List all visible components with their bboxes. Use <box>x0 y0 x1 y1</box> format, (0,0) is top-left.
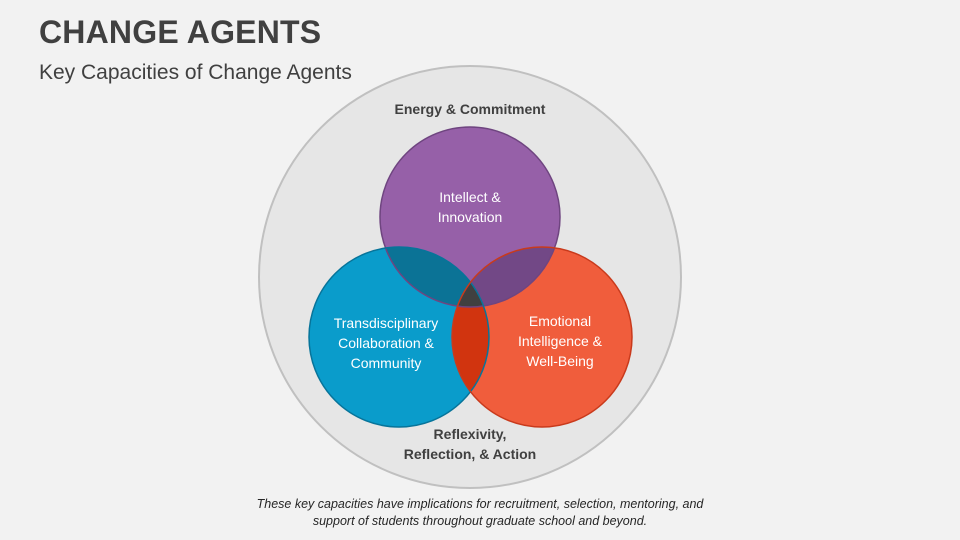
label-line: Reflexivity, <box>433 426 507 442</box>
label-top-circle: Intellect & Innovation <box>400 187 540 227</box>
outer-label-text: Energy & Commitment <box>394 101 546 117</box>
label-line: Intelligence & <box>517 333 603 349</box>
label-line: Innovation <box>437 209 503 225</box>
label-line: Intellect & <box>439 189 501 205</box>
bottom-label: Reflexivity, Reflection, & Action <box>370 424 570 464</box>
label-line: Well-Being <box>526 353 594 369</box>
label-line: Emotional <box>528 313 592 329</box>
caption-line: support of students throughout graduate … <box>312 514 648 528</box>
page-title: CHANGE AGENTS <box>39 14 322 50</box>
page-subtitle: Key Capacities of Change Agents <box>39 61 352 84</box>
label-line: Reflection, & Action <box>403 446 537 462</box>
label-right-circle: Emotional Intelligence & Well-Being <box>490 311 630 371</box>
label-line: Community <box>350 355 422 371</box>
label-line: Collaboration & <box>338 335 434 351</box>
overlap-top-right <box>452 247 560 307</box>
caption-line: These key capacities have implications f… <box>256 497 704 511</box>
label-left-circle: Transdisciplinary Collaboration & Commun… <box>316 313 456 373</box>
overlap-top-left <box>380 247 489 307</box>
outer-label: Energy & Commitment <box>370 99 570 119</box>
label-line: Transdisciplinary <box>333 315 439 331</box>
caption: These key capacities have implications f… <box>200 496 760 530</box>
